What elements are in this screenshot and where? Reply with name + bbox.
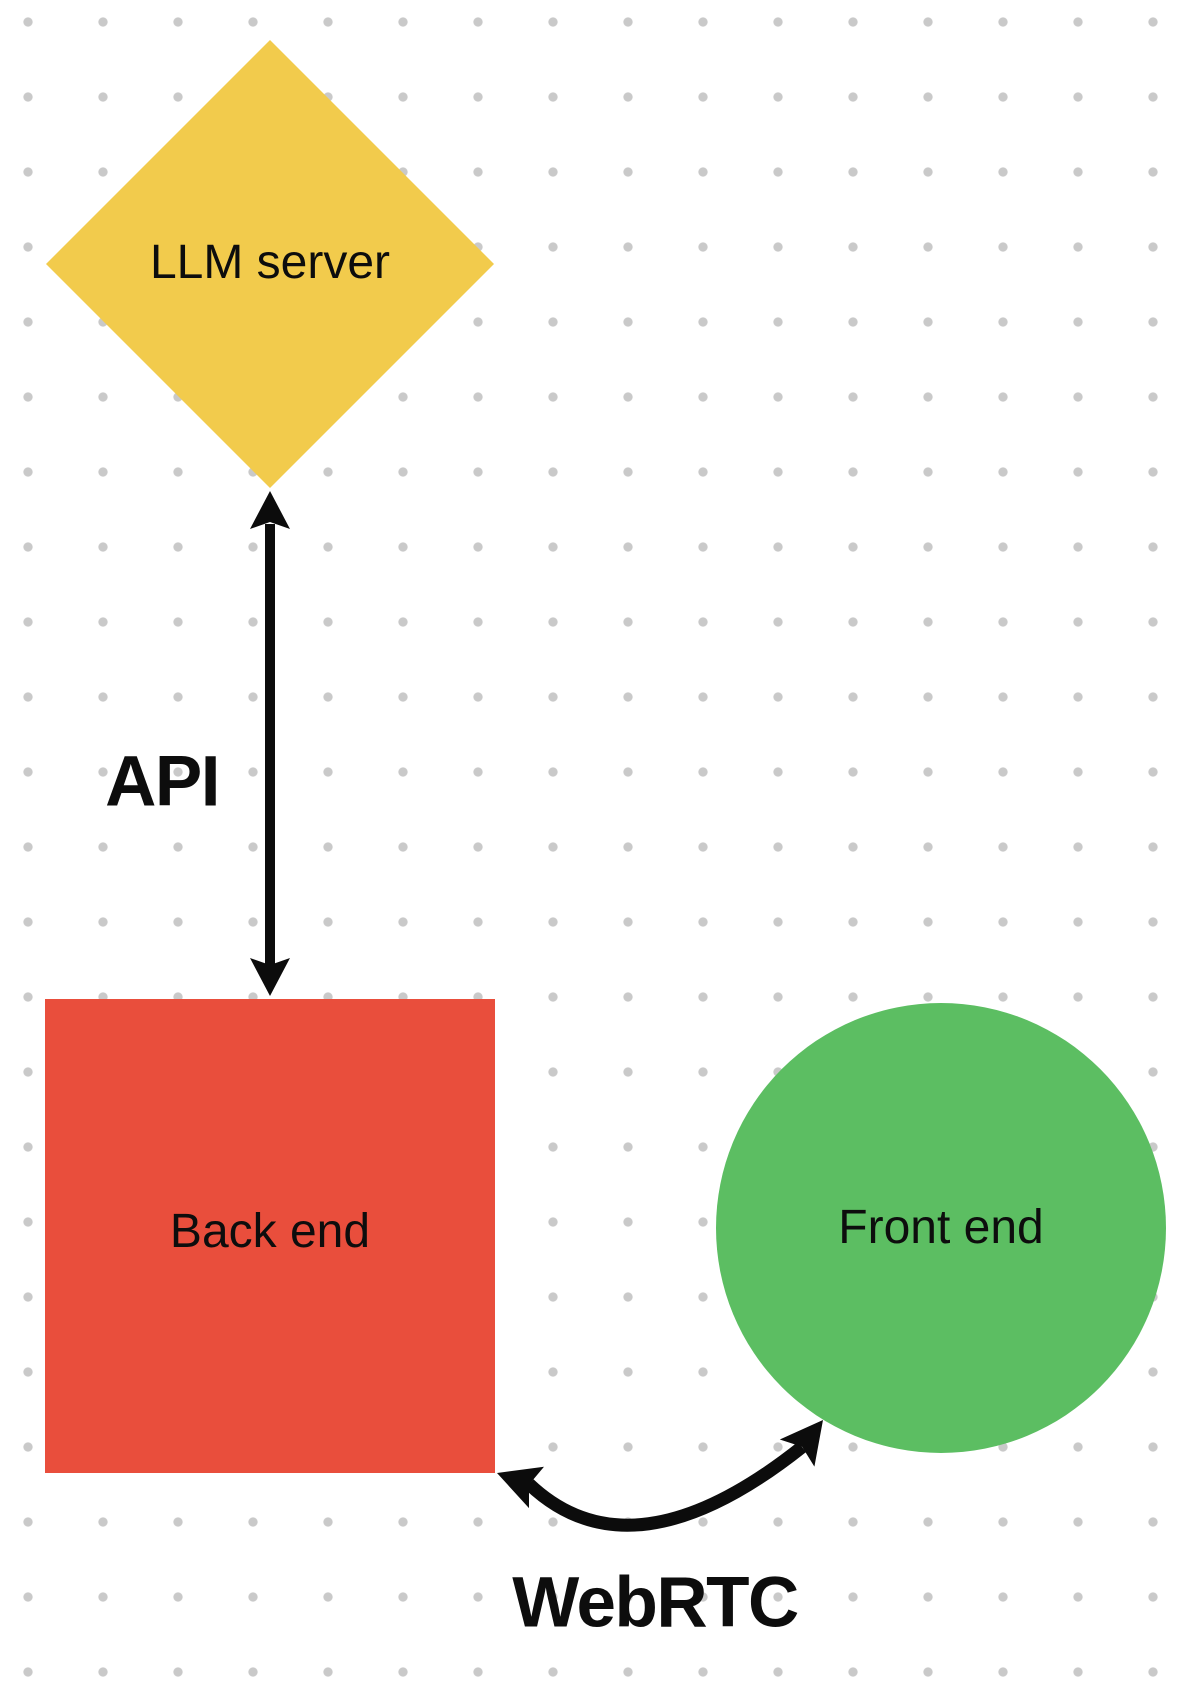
api-edge-label: API: [105, 742, 220, 822]
front-end-label: Front end: [838, 1201, 1044, 1254]
webrtc-arrow[interactable]: [497, 1420, 823, 1532]
llm-server-label: LLM server: [149, 236, 391, 289]
webrtc-arrowhead-left-icon: [497, 1466, 544, 1509]
webrtc-arrow-curve[interactable]: [524, 1441, 807, 1532]
webrtc-edge-label: WebRTC: [512, 1563, 799, 1643]
api-arrowhead-down-icon: [250, 958, 290, 996]
back-end-square-shape[interactable]: [45, 999, 495, 1473]
back-end-label: Back end: [169, 1205, 371, 1258]
webrtc-arrowhead-right-icon: [779, 1420, 823, 1467]
front-end-circle-shape[interactable]: [716, 1003, 1166, 1453]
api-arrowhead-up-icon: [250, 491, 290, 529]
api-arrow[interactable]: [250, 491, 290, 996]
llm-server-diamond-shape[interactable]: [46, 40, 494, 488]
